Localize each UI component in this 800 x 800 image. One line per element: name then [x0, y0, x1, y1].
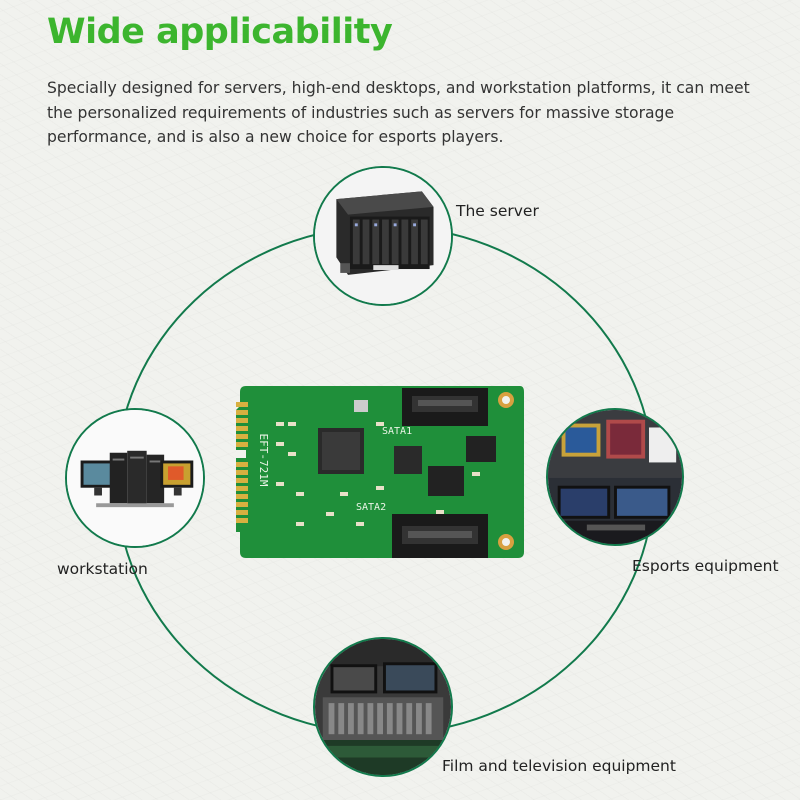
card-port2-label: SATA2	[356, 502, 386, 513]
film-image	[313, 637, 453, 777]
workstation-image	[65, 408, 205, 548]
label-server: The server	[456, 202, 539, 220]
label-film: Film and television equipment	[442, 757, 676, 775]
label-esports: Esports equipment	[632, 557, 779, 575]
card-model-label: EFT-721M	[257, 434, 270, 487]
card-port1-label: SATA1	[382, 426, 412, 437]
sata-expansion-card: EFT-721M SATA1 SATA2	[236, 382, 526, 562]
esports-image	[546, 408, 684, 546]
label-workstation: workstation	[57, 560, 148, 578]
server-image	[313, 166, 453, 306]
description-text: Specially designed for servers, high-end…	[47, 79, 750, 146]
page-title: Wide applicability	[47, 12, 393, 52]
